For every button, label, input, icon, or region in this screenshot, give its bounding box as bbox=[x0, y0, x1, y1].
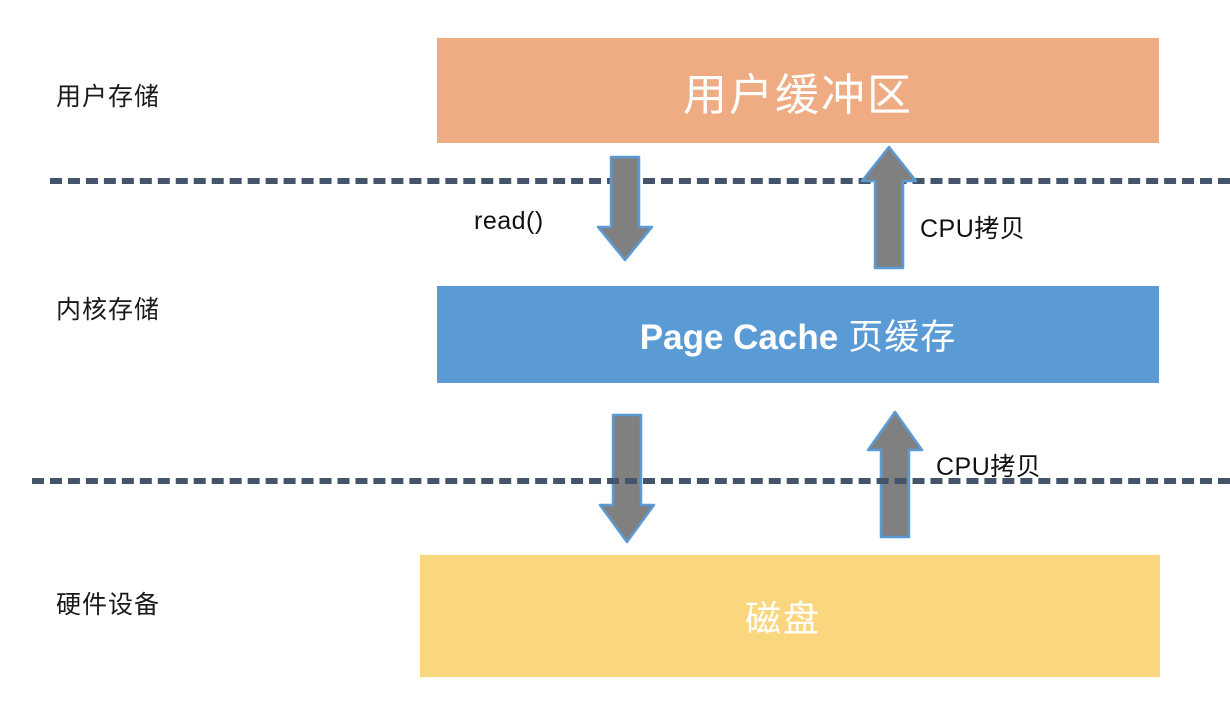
tier-label-kernel-space: 内核存储 bbox=[56, 297, 161, 324]
flow-label-read-call: read() bbox=[474, 207, 544, 235]
band-disk-label: 磁盘 bbox=[745, 599, 822, 639]
arrow-page-cache-to-user-buffer bbox=[858, 145, 920, 271]
band-page-cache-label-cn: 页缓存 bbox=[848, 318, 957, 357]
arrow-disk-to-page-cache bbox=[864, 410, 926, 540]
arrow-user-buffer-to-page-cache bbox=[594, 155, 656, 263]
band-page-cache-label-en: Page Cache bbox=[639, 318, 839, 357]
flow-label-cpu-copy-lower: CPU拷贝 bbox=[936, 453, 1042, 481]
tier-label-hardware: 硬件设备 bbox=[56, 592, 161, 619]
boundary-kernel-hardware bbox=[32, 478, 1230, 484]
tier-label-user-space: 用户存储 bbox=[56, 84, 161, 111]
flow-label-cpu-copy-upper: CPU拷贝 bbox=[920, 215, 1026, 243]
band-user-buffer: 用户缓冲区 bbox=[437, 38, 1159, 143]
band-user-buffer-label: 用户缓冲区 bbox=[683, 70, 913, 120]
band-disk: 磁盘 bbox=[420, 555, 1160, 677]
